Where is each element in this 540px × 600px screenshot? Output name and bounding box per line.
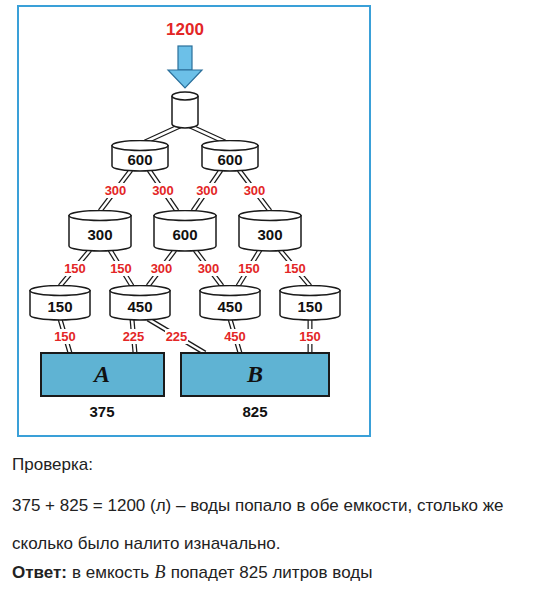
tank-name: A <box>94 361 110 388</box>
pipe-flow: 450 <box>223 329 247 344</box>
water-pipe <box>110 250 132 286</box>
flow-value: 600 <box>153 210 217 252</box>
pipe-flow: 150 <box>237 261 261 276</box>
tank-volume: 375 <box>40 403 165 420</box>
inflow-arrow <box>168 46 202 88</box>
flow-value: 450 <box>199 285 261 321</box>
pipe-cylinder: 450 <box>199 285 261 321</box>
solution-text: попадет 825 литров воды <box>171 563 373 582</box>
pipe-cylinder: 450 <box>109 285 171 321</box>
water-tank: B825 <box>180 352 330 397</box>
water-pipe <box>60 250 90 286</box>
pipe-flow: 150 <box>63 261 87 276</box>
inflow-volume: 1200 <box>166 20 204 40</box>
pipe-cylinder: 300 <box>238 210 302 252</box>
top-cylinder <box>172 92 198 128</box>
pipe-cylinder: 600 <box>153 210 217 252</box>
solution-text: 375 + 825 = 1200 (л) – воды попало в обе… <box>12 487 522 563</box>
flow-value: 150 <box>279 285 341 321</box>
pipe-flow: 150 <box>53 329 77 344</box>
flow-value: 450 <box>109 285 171 321</box>
water-pipe <box>239 170 270 211</box>
pipe-flow: 225 <box>165 329 189 344</box>
pipe-flow: 300 <box>150 261 174 276</box>
pipe-flow: 300 <box>195 183 219 198</box>
pipe-flow: 300 <box>243 183 267 198</box>
flow-value: 300 <box>68 210 132 252</box>
answer-line: Ответ: в емкость Bпопадет 825 литров воды <box>12 562 372 583</box>
solution-text: Ответ: <box>12 563 67 582</box>
picture-frame <box>18 6 370 436</box>
pipe-flow: 150 <box>298 329 322 344</box>
pipe-cylinder: 600 <box>111 140 169 172</box>
solution-text: Проверка: <box>12 455 93 475</box>
pipe-cylinder: 600 <box>201 140 259 172</box>
pipe-flow: 300 <box>197 261 221 276</box>
water-pipe <box>148 319 205 353</box>
water-pipe <box>195 250 222 286</box>
flow-value: 600 <box>201 140 259 172</box>
water-pipe <box>280 250 310 286</box>
tank-name: B <box>247 361 263 388</box>
flow-value: 600 <box>111 140 169 172</box>
pipe-flow: 225 <box>122 329 146 344</box>
pipe-cylinder: 150 <box>279 285 341 321</box>
tank-volume: 825 <box>180 403 330 420</box>
water-pipe <box>193 170 221 211</box>
pipe-flow: 150 <box>283 261 307 276</box>
water-pipe <box>149 170 177 211</box>
flow-value: 150 <box>29 285 91 321</box>
pipe-cylinder: 300 <box>68 210 132 252</box>
pipe-cylinder: 150 <box>29 285 91 321</box>
pipe-flow: 300 <box>151 183 175 198</box>
tank-face: A <box>40 352 165 397</box>
tank-face: B <box>180 352 330 397</box>
pipe-flow: 300 <box>104 183 128 198</box>
pipe-flow: 150 <box>109 261 133 276</box>
solution-text: B <box>155 562 166 582</box>
flow-value: 300 <box>238 210 302 252</box>
water-tank: A375 <box>40 352 165 397</box>
solution-text: в емкость <box>72 563 149 582</box>
water-pipe <box>100 170 131 211</box>
water-pipe <box>148 250 175 286</box>
water-pipe <box>238 250 260 286</box>
